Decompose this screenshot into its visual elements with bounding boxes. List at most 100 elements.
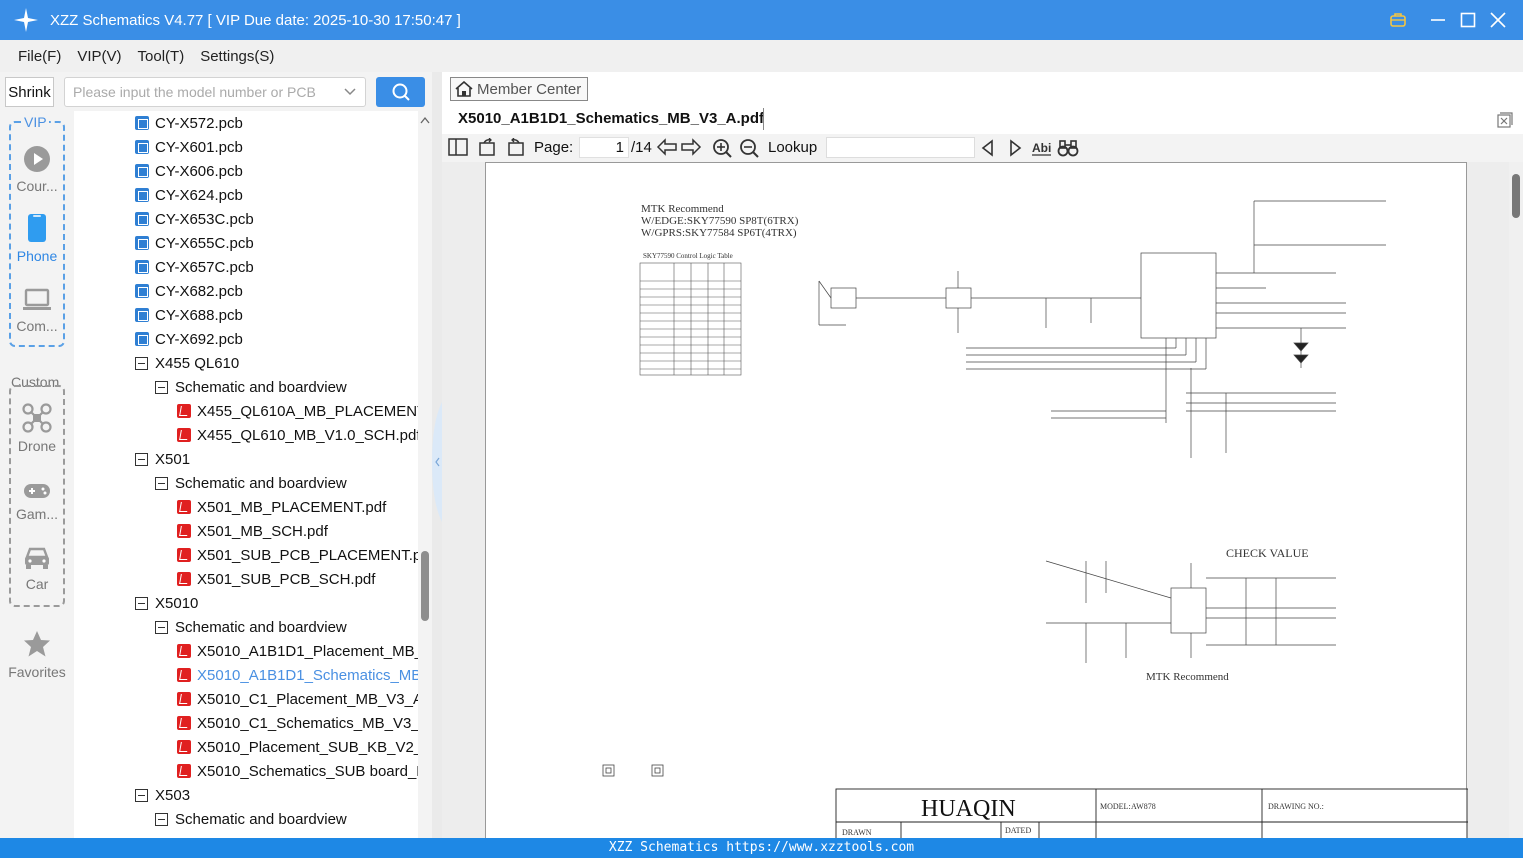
lookup-label: Lookup [768, 139, 818, 156]
rail-games[interactable]: Gam... [0, 481, 74, 522]
rail-car[interactable]: Car [0, 545, 74, 592]
phone-icon [28, 214, 46, 242]
tree-file[interactable]: CY-X653C.pcb [135, 207, 254, 231]
tree-file[interactable]: CY-X655C.pcb [135, 231, 254, 255]
tree-file[interactable]: CY-X606.pcb [135, 159, 243, 183]
tree-file[interactable]: X455_QL610A_MB_PLACEMENT_V [177, 399, 432, 423]
document-tab[interactable]: X5010_A1B1D1_Schematics_MB_V3_A.pdf [458, 110, 764, 127]
collapse-icon[interactable] [155, 620, 168, 634]
tree-file[interactable]: X501_SUB_PCB_PLACEMENT.pdf [177, 543, 432, 567]
mtk-recommend-label: MTK Recommend [1146, 671, 1229, 683]
tree-file[interactable]: X5010_A1B1D1_Placement_MB_V [177, 639, 432, 663]
schematic-page[interactable]: MTK Recommend W/EDGE:SKY77590 SP8T(6TRX)… [485, 162, 1469, 838]
find-next-icon[interactable] [1007, 139, 1023, 157]
page-number-input[interactable]: 1 [579, 137, 629, 158]
vip-badge-icon[interactable] [1386, 8, 1410, 32]
binoculars-icon[interactable] [1057, 139, 1079, 157]
check-value-label: CHECK VALUE [1226, 546, 1309, 560]
shrink-button[interactable]: Shrink [5, 77, 54, 107]
collapse-icon[interactable] [135, 356, 148, 370]
menu-tool[interactable]: Tool(T) [137, 47, 185, 65]
tree-file[interactable]: CY-X657C.pcb [135, 255, 254, 279]
collapse-icon[interactable] [135, 788, 148, 802]
chevron-down-icon[interactable] [343, 85, 357, 99]
rail-phone[interactable]: Phone [0, 213, 74, 264]
menu-settings[interactable]: Settings(S) [200, 47, 275, 65]
search-row: Shrink Please input the model number or … [0, 72, 440, 112]
pcb-file-icon [135, 116, 149, 130]
tree-file[interactable]: CY-X688.pcb [135, 303, 243, 327]
pdf-file-icon [177, 548, 191, 562]
find-previous-icon[interactable] [980, 139, 996, 157]
tree-file[interactable]: X5010_Placement_SUB_KB_V2_A.p [177, 735, 432, 759]
tree-item-label: X5010_C1_Schematics_MB_V3_A.p [197, 714, 432, 732]
tree-file[interactable]: X501_MB_SCH.pdf [177, 519, 328, 543]
toggle-sidebar-icon[interactable] [448, 138, 468, 156]
scroll-up-icon[interactable] [420, 116, 430, 124]
previous-page-icon[interactable] [656, 138, 678, 156]
tree-file[interactable]: X501_MB_PLACEMENT.pdf [177, 495, 386, 519]
menu-file[interactable]: File(F) [18, 47, 62, 65]
tree-scrollbar[interactable] [418, 111, 432, 838]
tree-file[interactable]: CY-X601.pcb [135, 135, 243, 159]
tree-file[interactable]: X5010_C1_Placement_MB_V3_A.p [177, 687, 432, 711]
tree-file[interactable]: X5010_Schematics_SUB board_KB [177, 759, 432, 783]
control-table-title: SKY77590 Control Logic Table [643, 252, 733, 260]
maximize-icon[interactable] [1456, 8, 1480, 32]
laptop-icon [23, 288, 51, 310]
tree-folder[interactable]: X455 QL610 [135, 351, 239, 375]
rail-favorites[interactable]: Favorites [0, 629, 74, 680]
tree-item-label: Schematic and boardview [175, 378, 347, 396]
tree-file[interactable]: X501_SUB_PCB_SCH.pdf [177, 567, 375, 591]
tree-file[interactable]: X455_QL610_MB_V1.0_SCH.pdf [177, 423, 420, 447]
panel-splitter[interactable] [432, 72, 442, 838]
tree-folder[interactable]: X501 [135, 447, 190, 471]
pdf-file-icon [177, 524, 191, 538]
match-case-icon[interactable]: Abi [1031, 139, 1053, 157]
zoom-in-icon[interactable] [712, 138, 732, 158]
zoom-out-icon[interactable] [739, 138, 759, 158]
close-icon[interactable] [1486, 8, 1510, 32]
tree-file[interactable]: CY-X624.pcb [135, 183, 243, 207]
pdf-file-icon [177, 644, 191, 658]
pdf-viewer[interactable]: MTK Recommend W/EDGE:SKY77590 SP8T(6TRX)… [442, 162, 1523, 838]
pdf-file-icon [177, 428, 191, 442]
collapse-icon[interactable] [155, 812, 168, 826]
tree-file[interactable]: X5010_A1B1D1_Schematics_MB_V [177, 663, 432, 687]
tree-scroll-thumb[interactable] [421, 551, 429, 621]
tree-file[interactable]: X5010_C1_Schematics_MB_V3_A.p [177, 711, 432, 735]
tree-file[interactable]: CY-X572.pcb [135, 111, 243, 135]
next-page-icon[interactable] [680, 138, 702, 156]
tree-file[interactable]: CY-X682.pcb [135, 279, 243, 303]
tree-folder[interactable]: Schematic and boardview [155, 471, 347, 495]
tree-folder[interactable]: Schematic and boardview [155, 615, 347, 639]
minimize-icon[interactable] [1426, 8, 1450, 32]
search-button[interactable] [376, 77, 425, 107]
menu-vip[interactable]: VIP(V) [77, 47, 122, 65]
rf-circuit-upper [818, 200, 1386, 458]
pdf-file-icon [177, 740, 191, 754]
search-input[interactable]: Please input the model number or PCB [64, 77, 366, 107]
collapse-icon[interactable] [155, 380, 168, 394]
viewer-scrollbar[interactable] [1509, 162, 1523, 838]
rail-drone[interactable]: Drone [0, 403, 74, 454]
tree-folder[interactable]: X5010 [135, 591, 198, 615]
viewer-scroll-thumb[interactable] [1512, 174, 1520, 218]
rail-courses[interactable]: Cour... [0, 145, 74, 194]
rotate-right-icon[interactable] [505, 138, 525, 156]
rotate-left-icon[interactable] [478, 138, 498, 156]
rail-computer[interactable]: Com... [0, 287, 74, 334]
tree-item-label: X5010_Schematics_SUB board_KB [197, 762, 432, 780]
tree-folder[interactable]: Schematic and boardview [155, 375, 347, 399]
tree-folder[interactable]: Schematic and boardview [155, 807, 347, 831]
member-center-button[interactable]: Member Center [450, 77, 588, 101]
collapse-icon[interactable] [155, 476, 168, 490]
collapse-handle-icon[interactable] [432, 402, 442, 522]
pdf-file-icon [177, 500, 191, 514]
tree-folder[interactable]: X503 [135, 783, 190, 807]
lookup-input[interactable] [826, 137, 975, 158]
collapse-icon[interactable] [135, 596, 148, 610]
tree-file[interactable]: CY-X692.pcb [135, 327, 243, 351]
close-document-icon[interactable] [1497, 112, 1513, 128]
collapse-icon[interactable] [135, 452, 148, 466]
